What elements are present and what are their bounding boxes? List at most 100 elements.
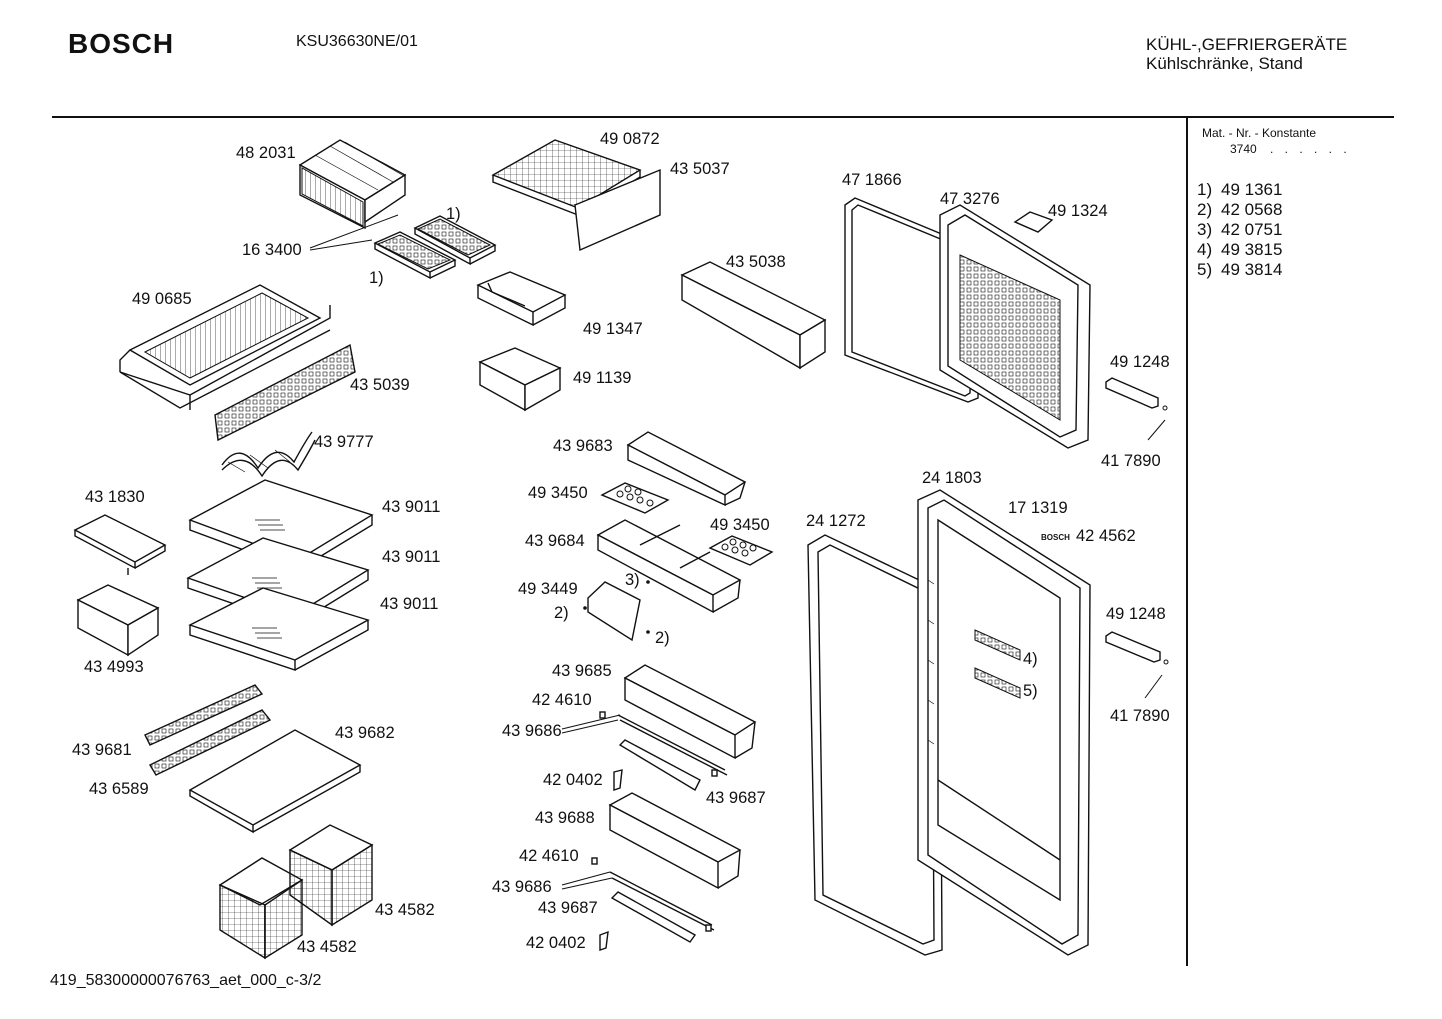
part-label: 43 9684 <box>525 532 585 550</box>
part-label: 47 1866 <box>842 171 902 189</box>
part-label: 43 6589 <box>89 780 149 798</box>
part-label: 42 4610 <box>519 847 579 865</box>
bosch-badge-logo: BOSCH <box>1041 533 1070 542</box>
variant-part: 42 0568 <box>1221 200 1283 219</box>
part-label: 16 3400 <box>242 241 302 259</box>
hinge-part <box>1105 631 1169 699</box>
part-label: 43 4582 <box>375 901 435 919</box>
variant-number: 3) <box>1197 220 1213 239</box>
part-label: 48 2031 <box>236 144 296 162</box>
brand-logo: BOSCH <box>68 28 175 59</box>
bottle-rack-part <box>221 431 316 478</box>
part-label: 43 9685 <box>552 662 612 680</box>
part-label: 43 4993 <box>84 658 144 676</box>
category-title: KÜHL-,GEFRIERGERÄTE <box>1146 35 1348 54</box>
part-label: 43 9011 <box>380 595 439 613</box>
part-label: 43 5038 <box>726 253 786 271</box>
part-label: 43 1830 <box>85 488 145 506</box>
part-label: 43 9687 <box>538 899 598 917</box>
variant-number: 1) <box>1197 180 1213 199</box>
model-number: KSU36630NE/01 <box>296 33 418 50</box>
small-drawer-part <box>478 347 562 412</box>
part-label: 43 5039 <box>350 376 410 394</box>
variant-marker: 2) <box>554 604 569 622</box>
variant-part: 49 1361 <box>1221 180 1283 199</box>
part-label: 43 9686 <box>502 722 562 740</box>
sidebar-dots: . . . . . . <box>1270 142 1351 156</box>
part-label: 43 9686 <box>492 878 552 896</box>
part-label: 42 4610 <box>532 691 592 709</box>
variant-part: 49 3815 <box>1221 240 1283 259</box>
fridge-door-gasket-part <box>807 534 943 956</box>
part-label: 24 1272 <box>806 512 866 530</box>
fridge-door-part <box>917 489 1091 956</box>
part-label: 49 1324 <box>1048 202 1108 220</box>
variant-row: 3) 42 0751 <box>1197 220 1282 240</box>
part-label: 47 3276 <box>940 190 1000 208</box>
door-shelf-trim-part <box>591 857 715 951</box>
door-shelf-part <box>626 431 747 507</box>
variant-number: 2) <box>1197 200 1213 219</box>
freezer-handle-part <box>1013 211 1054 233</box>
part-label: 49 0685 <box>132 290 192 308</box>
part-label: 24 1803 <box>922 469 982 487</box>
variant-marker: 2) <box>655 629 670 647</box>
variant-marker: 1) <box>369 269 384 287</box>
variant-marker: 1) <box>446 205 461 223</box>
butter-flap-part <box>583 580 650 642</box>
part-label: 43 9011 <box>382 548 441 566</box>
variant-marker: 3) <box>625 571 640 589</box>
part-label: 42 0402 <box>526 934 586 952</box>
part-label: 43 9683 <box>553 437 613 455</box>
variant-part: 49 3814 <box>1221 260 1283 279</box>
part-label: 43 4582 <box>297 938 357 956</box>
header-divider <box>52 116 1394 118</box>
door-shelf-trim-part <box>599 711 728 791</box>
part-label: 43 9777 <box>314 433 374 451</box>
freezer-flap-part <box>214 343 356 442</box>
door-shelf-part <box>623 664 757 760</box>
small-glass-shelf-part <box>73 514 167 575</box>
document-id: 419_58300000076763_aet_000_c-3/2 <box>50 972 322 989</box>
variant-part: 42 0751 <box>1221 220 1283 239</box>
part-label: 42 0402 <box>543 771 603 789</box>
ice-cube-box-part <box>298 139 407 230</box>
variant-list: 1)49 1361 2)42 0568 3)42 0751 4)49 3815 … <box>1197 180 1282 280</box>
door-shelf-part <box>608 792 742 890</box>
variant-row: 5) 49 3814 <box>1197 260 1282 280</box>
part-label: 49 1139 <box>573 369 632 387</box>
part-label: 49 3450 <box>710 516 770 534</box>
part-label: 49 0872 <box>600 130 660 148</box>
variant-marker: 4) <box>1023 650 1038 668</box>
door-shelf-part <box>680 261 827 370</box>
part-label: 17 1319 <box>1008 499 1068 517</box>
sidebar-heading: Mat. - Nr. - Konstante <box>1202 126 1317 140</box>
freezer-basket-part <box>119 284 331 410</box>
freezer-cover-plate-part <box>574 168 661 252</box>
variant-row: 2) 42 0568 <box>1197 200 1282 220</box>
part-label: 43 9011 <box>382 498 441 516</box>
part-label: 49 1347 <box>583 320 643 338</box>
crisper-drawer-small-part <box>76 584 160 657</box>
freezer-door-gasket-part <box>844 197 981 403</box>
sidebar-divider <box>1186 116 1188 966</box>
egg-shelf-part <box>596 519 742 614</box>
variant-row: 1) 49 1361 <box>1197 180 1282 200</box>
crisper-cover-part <box>188 729 362 834</box>
freezer-door-part <box>939 204 1091 449</box>
sidebar-constant: 3740 <box>1230 142 1257 156</box>
variant-number: 5) <box>1197 260 1213 279</box>
part-label: 41 7890 <box>1110 707 1170 725</box>
part-label: 49 1248 <box>1106 605 1166 623</box>
crisper-bin-part <box>218 824 374 960</box>
part-label: 49 1248 <box>1110 353 1170 371</box>
part-label: 43 9687 <box>706 789 766 807</box>
part-label: 43 5037 <box>670 160 730 178</box>
part-label: 49 3449 <box>518 580 578 598</box>
variant-marker: 5) <box>1023 682 1038 700</box>
variant-row: 4)49 3815 <box>1197 240 1282 260</box>
ice-tray-part <box>309 214 497 280</box>
part-label: 43 9681 <box>72 741 132 759</box>
part-label: 41 7890 <box>1101 452 1161 470</box>
